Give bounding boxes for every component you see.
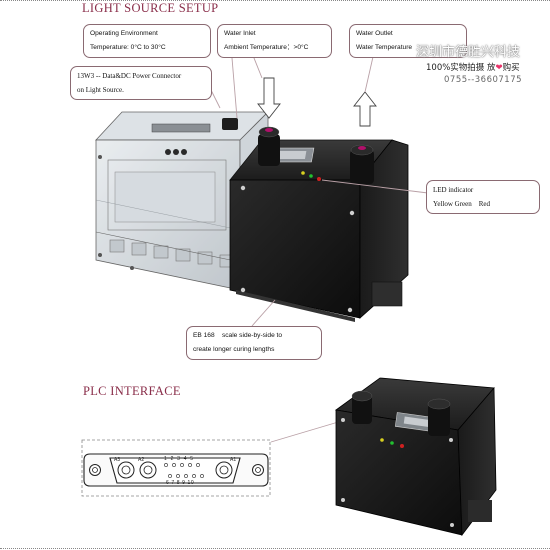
light-source-photo xyxy=(334,377,497,537)
water-outlet-callout: Water Outlet Water Temperature xyxy=(349,24,467,58)
water-inlet-line1: Water Inlet xyxy=(224,30,256,37)
watermark-tagline: 100%实物拍摄 放❤购买 xyxy=(426,61,520,73)
water-outlet-line2: Water Temperature xyxy=(356,44,413,51)
led-indicator-line1: LED indicator xyxy=(433,186,474,194)
watermark-tagline-prefix: 100%实物拍摄 放 xyxy=(426,63,496,73)
plc-interface-heading: PLC INTERFACE xyxy=(83,384,181,398)
heart-icon: ❤ xyxy=(495,63,503,73)
water-inlet-line2: Ambient Temperature：>0°C xyxy=(224,44,309,51)
connector-line2: on Light Source. xyxy=(77,86,124,94)
led-indicator-callout: LED indicator Yellow Green Red xyxy=(426,180,540,214)
watermark-company: 深圳市德胜兴科技 xyxy=(416,45,521,60)
water-inlet-callout: Water Inlet Ambient Temperature：>0°C xyxy=(217,24,332,58)
eb168-callout: EB 168 scale side-by-side to create long… xyxy=(186,326,322,360)
light-source-setup-heading: LIGHT SOURCE SETUP xyxy=(82,1,219,15)
top-dotted-border xyxy=(0,0,550,1)
operating-environment-line2: Temperature: 0°C to 30°C xyxy=(90,44,166,51)
connector-label-a3: A3 xyxy=(114,457,121,463)
connector-label-a1: A1 xyxy=(230,457,237,463)
watermark-phone: 0755--36607175 xyxy=(444,75,523,85)
eb168-line1: EB 168 scale side-by-side to xyxy=(193,332,283,339)
inlet-arrow-down xyxy=(257,77,281,119)
connector-label-a2: A2 xyxy=(138,457,145,463)
watermark-tagline-suffix: 购买 xyxy=(502,63,520,73)
outlet-arrow-up xyxy=(353,91,377,127)
operating-environment-callout: Operating Environment Temperature: 0°C t… xyxy=(83,24,211,58)
bottom-dotted-border xyxy=(0,548,550,549)
eb168-line2: create longer curing lengths xyxy=(193,346,275,353)
connector-pins-top-labels: 1 2 3 4 5 xyxy=(164,456,195,462)
water-flow-arrows xyxy=(257,77,377,127)
operating-environment-line1: Operating Environment xyxy=(90,30,158,37)
connector-callout: 13W3 -- Data&DC Power Connector on Light… xyxy=(70,66,212,100)
connector-pins-bottom-labels: 6 7 8 9 10 xyxy=(166,480,195,486)
connector-line1: 13W3 -- Data&DC Power Connector xyxy=(77,72,182,80)
water-outlet-line1: Water Outlet xyxy=(356,30,393,37)
led-indicator-line2: Yellow Green Red xyxy=(433,200,491,208)
light-source-dark-box xyxy=(229,126,409,322)
dsub-connector-diagram xyxy=(81,439,271,497)
